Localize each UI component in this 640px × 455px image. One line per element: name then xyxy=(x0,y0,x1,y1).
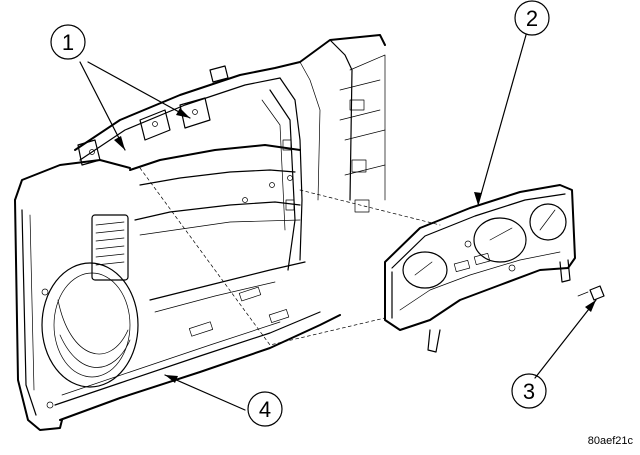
speedometer-gauge xyxy=(473,217,527,263)
callout-1-number: 1 xyxy=(62,30,74,55)
callout-2-number: 2 xyxy=(526,6,538,31)
instrument-cluster xyxy=(384,184,576,353)
instrument-panel-frame xyxy=(14,34,386,431)
callout-3-number: 3 xyxy=(523,379,535,404)
gauge-left xyxy=(402,251,448,289)
callout-3: 3 xyxy=(511,373,547,409)
mounting-screw xyxy=(577,285,605,301)
figure-reference-code: 80aef21c xyxy=(588,435,634,447)
callout-2: 2 xyxy=(514,0,550,36)
leader-arrows xyxy=(79,34,597,411)
callout-4: 4 xyxy=(247,391,283,427)
installation-guide-lines xyxy=(139,167,441,346)
gauge-right xyxy=(529,203,567,241)
callout-4-number: 4 xyxy=(259,397,271,422)
callout-1: 1 xyxy=(50,24,86,60)
